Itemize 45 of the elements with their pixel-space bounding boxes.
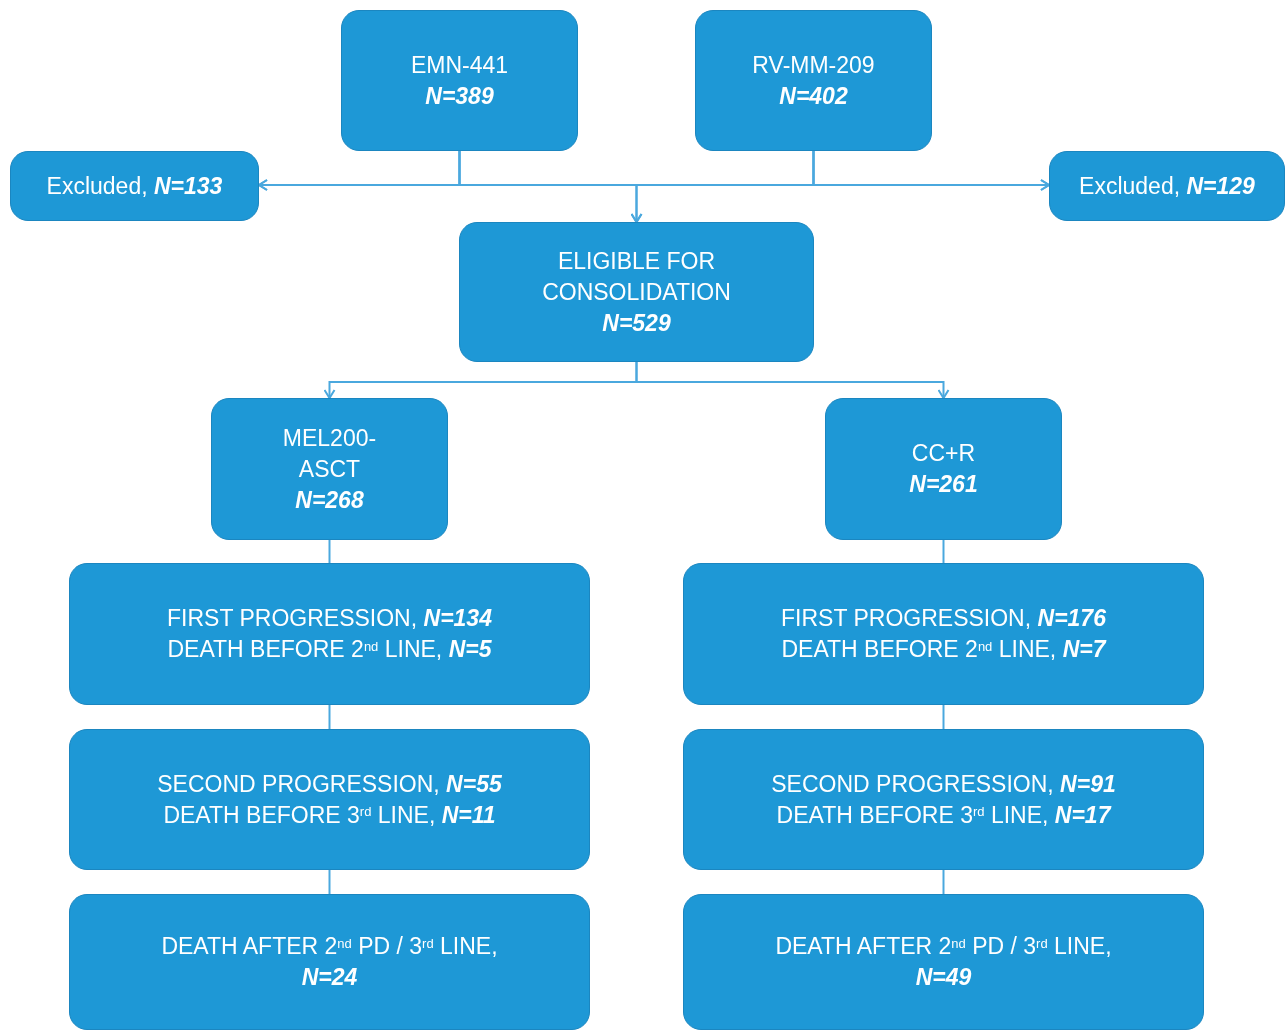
- flow-box: [341, 10, 578, 151]
- flow-box: [10, 151, 259, 221]
- count-text: N=268: [295, 485, 364, 515]
- flow-box: [211, 398, 448, 540]
- box-text: ELIGIBLE FOR CONSOLIDATION: [541, 246, 732, 307]
- count-text: N=389: [425, 81, 494, 111]
- box-text: Excluded, N=129: [1079, 171, 1255, 201]
- arrow: [635, 361, 950, 399]
- flow-box: [1049, 151, 1285, 221]
- box-text: DEATH AFTER 2$^{nd}$ PD / 3$^{rd}$ LINE,: [775, 932, 1112, 961]
- flow-box: [69, 563, 590, 705]
- connector-line: [328, 704, 331, 730]
- box-text: EMN-441: [410, 50, 509, 80]
- flow-box: [69, 729, 590, 870]
- count-text: N=402: [779, 81, 848, 111]
- box-text: DEATH BEFORE 2$^{nd}$ LINE, N=5: [167, 635, 492, 664]
- connector-line: [942, 539, 945, 564]
- box-text: CC+R: [911, 439, 976, 468]
- flow-box: [825, 398, 1062, 540]
- box-text: MEL200- ASCT: [281, 423, 378, 484]
- count-text: N=261: [909, 470, 978, 499]
- connector-line: [328, 539, 331, 564]
- box-text: SECOND PROGRESSION, N=91: [771, 769, 1116, 799]
- connector-line: [942, 869, 945, 895]
- connector-line: [942, 704, 945, 730]
- flow-box: [683, 563, 1204, 705]
- box-text: DEATH BEFORE 3$^{rd}$ LINE, N=11: [163, 800, 496, 830]
- count-text: N=529: [602, 308, 671, 338]
- flow-box: [683, 729, 1204, 870]
- connector-line: [328, 869, 331, 895]
- arrow: [812, 150, 1050, 191]
- box-text: FIRST PROGRESSION, N=176: [781, 604, 1106, 633]
- box-text: DEATH BEFORE 2$^{nd}$ LINE, N=7: [781, 635, 1106, 664]
- box-text: RV-MM-209: [752, 50, 875, 80]
- box-text: Excluded, N=133: [46, 171, 223, 201]
- box-text: SECOND PROGRESSION, N=55: [157, 769, 502, 799]
- flow-box: [459, 222, 814, 362]
- box-text: DEATH BEFORE 3$^{rd}$ LINE, N=17: [776, 800, 1111, 830]
- flow-box: [683, 894, 1204, 1030]
- box-text: FIRST PROGRESSION, N=134: [167, 604, 492, 633]
- flow-box: [69, 894, 590, 1030]
- count-text: N=24: [301, 963, 358, 992]
- flow-box: [695, 10, 932, 151]
- count-text: N=49: [915, 963, 972, 992]
- box-text: DEATH AFTER 2$^{nd}$ PD / 3$^{rd}$ LINE,: [161, 932, 498, 961]
